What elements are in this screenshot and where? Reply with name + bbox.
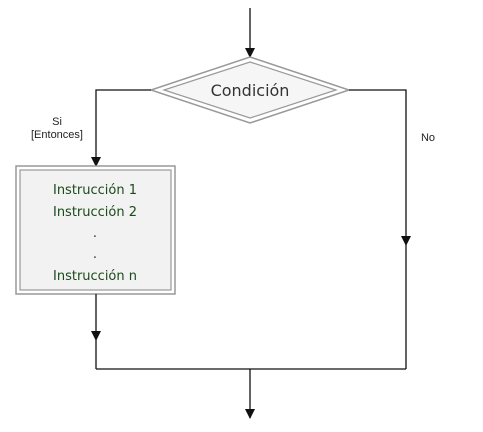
true-branch-label-si: Si (52, 116, 62, 128)
condition-diamond-inner (162, 61, 338, 119)
condition-label: Condición (211, 81, 290, 100)
instruction-1: Instrucción 1 (53, 183, 137, 198)
instruction-ellipsis-1: . (93, 226, 97, 241)
true-branch-label-entonces: [Entonces] (31, 129, 83, 141)
false-branch-line (349, 89, 411, 246)
false-branch-label-no: No (421, 132, 435, 144)
instruction-ellipsis-2: . (93, 247, 97, 262)
instruction-block-inner (19, 169, 172, 291)
instruction-2: Instrucción 2 (53, 205, 137, 220)
true-branch-line (91, 89, 151, 167)
instruction-n: Instrucción n (53, 269, 137, 284)
